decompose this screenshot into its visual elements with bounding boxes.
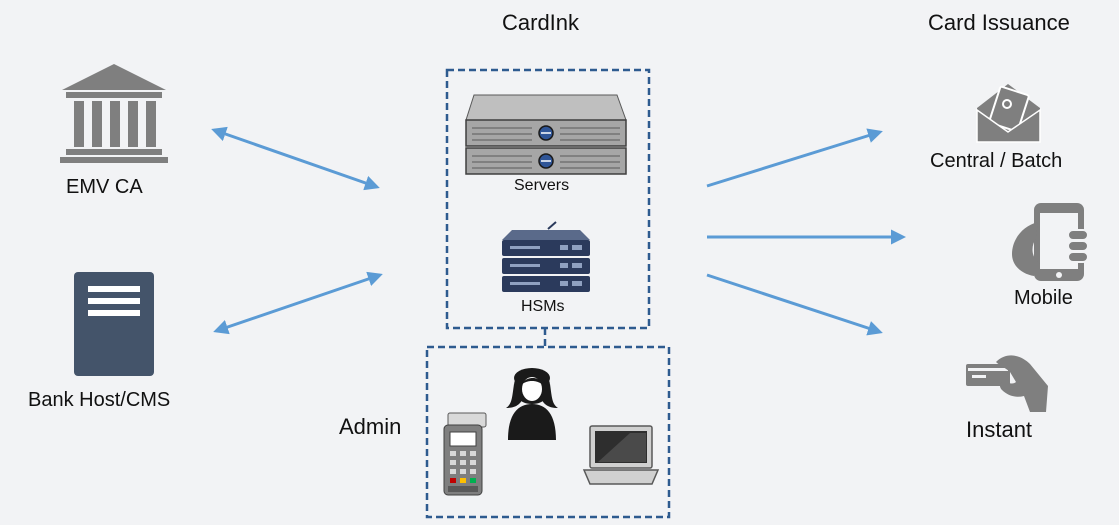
instant-label: Instant <box>966 417 1033 442</box>
person-icon <box>506 368 558 440</box>
mobile-label: Mobile <box>1014 287 1073 309</box>
servers-label: Servers <box>514 177 570 194</box>
phone-in-hand-icon <box>1012 203 1089 281</box>
bank-building-icon <box>60 64 168 163</box>
arrow-cardink-instant <box>706 273 883 336</box>
servers-icon <box>465 94 627 175</box>
admin-dashed-box <box>425 345 671 519</box>
card-issuance-title: Card Issuance <box>928 10 1070 35</box>
hsms-icon <box>502 221 590 292</box>
document-icon <box>74 272 154 376</box>
arrow-emv-ca-cardink <box>211 126 380 191</box>
cardink-title: CardInk <box>502 10 580 35</box>
cardink-dashed-box <box>445 68 651 330</box>
hand-card-icon <box>966 355 1048 412</box>
admin-label: Admin <box>339 414 402 439</box>
bank-host-label: Bank Host/CMS <box>28 389 171 411</box>
envelope-card-icon <box>976 84 1041 143</box>
payment-terminal-icon <box>443 412 487 496</box>
arrows <box>211 126 906 336</box>
central-batch-label: Central / Batch <box>930 150 1063 172</box>
hsms-label: HSMs <box>521 298 565 315</box>
arrow-bank-host-cardink <box>213 271 383 335</box>
laptop-icon <box>582 425 660 485</box>
emv-ca-label: EMV CA <box>66 176 143 198</box>
arrow-cardink-central <box>706 128 883 188</box>
